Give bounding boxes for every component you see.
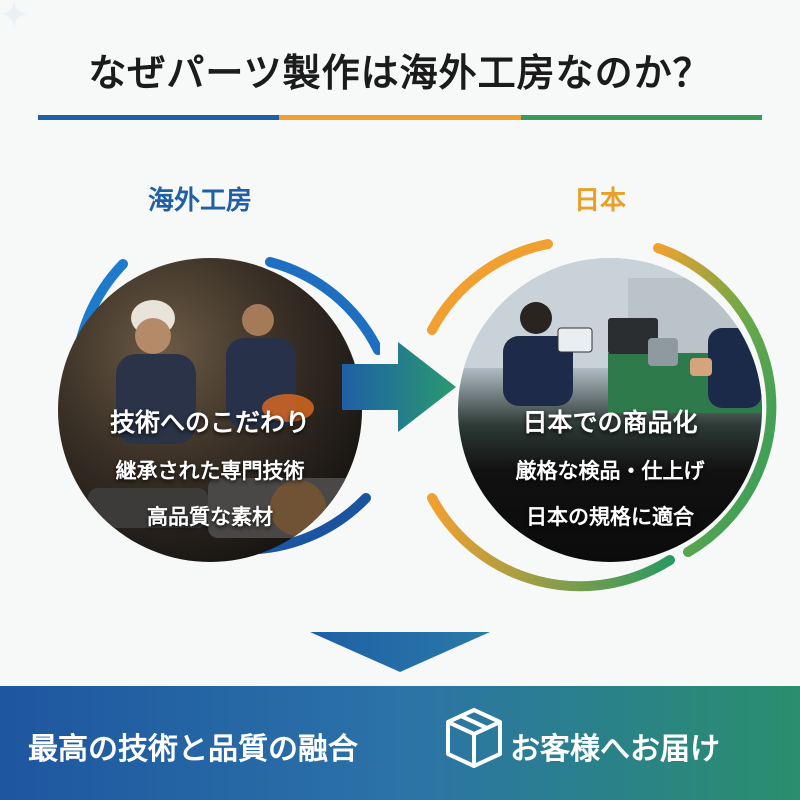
japan-panel: 日本 日本での商品化 厳格な検品・仕上げ 日本の規格に適合 bbox=[420, 180, 780, 592]
page-title: なぜパーツ製作は海外工房なのか？ bbox=[88, 51, 712, 95]
down-arrow-icon bbox=[310, 632, 490, 672]
footer-right-text: お客様へお届け bbox=[510, 732, 720, 767]
workshop-photo: 技術へのこだわり 継承された専門技術 高品質な素材 bbox=[58, 258, 362, 562]
right-line-3: 日本の規格に適合 bbox=[526, 505, 694, 529]
right-line-2: 厳格な検品・仕上げ bbox=[515, 459, 705, 483]
footer-banner: 最高の技術と品質の融合 お客様へお届け bbox=[0, 686, 800, 800]
workshop-scene-illustration bbox=[88, 300, 358, 538]
sparkle-icon bbox=[0, 0, 28, 28]
right-line-1: 日本での商品化 bbox=[522, 408, 698, 437]
japan-label: 日本 bbox=[573, 186, 626, 216]
overseas-workshop-panel: 海外工房 技術へのこだわり 継承された専門技術 高品質な素材 bbox=[20, 180, 380, 580]
package-box-icon bbox=[446, 708, 502, 768]
footer-left-text: 最高の技術と品質の融合 bbox=[28, 732, 358, 767]
overseas-workshop-label: 海外工房 bbox=[147, 186, 252, 216]
inspection-scene-illustration bbox=[458, 258, 762, 413]
right-arrow-icon bbox=[342, 342, 456, 432]
left-line-2: 継承された専門技術 bbox=[115, 459, 305, 483]
left-line-1: 技術へのこだわり bbox=[109, 408, 310, 437]
left-line-3: 高品質な素材 bbox=[147, 505, 273, 529]
title-underline bbox=[38, 115, 762, 120]
inspection-photo: 日本での商品化 厳格な検品・仕上げ 日本の規格に適合 bbox=[458, 258, 762, 562]
